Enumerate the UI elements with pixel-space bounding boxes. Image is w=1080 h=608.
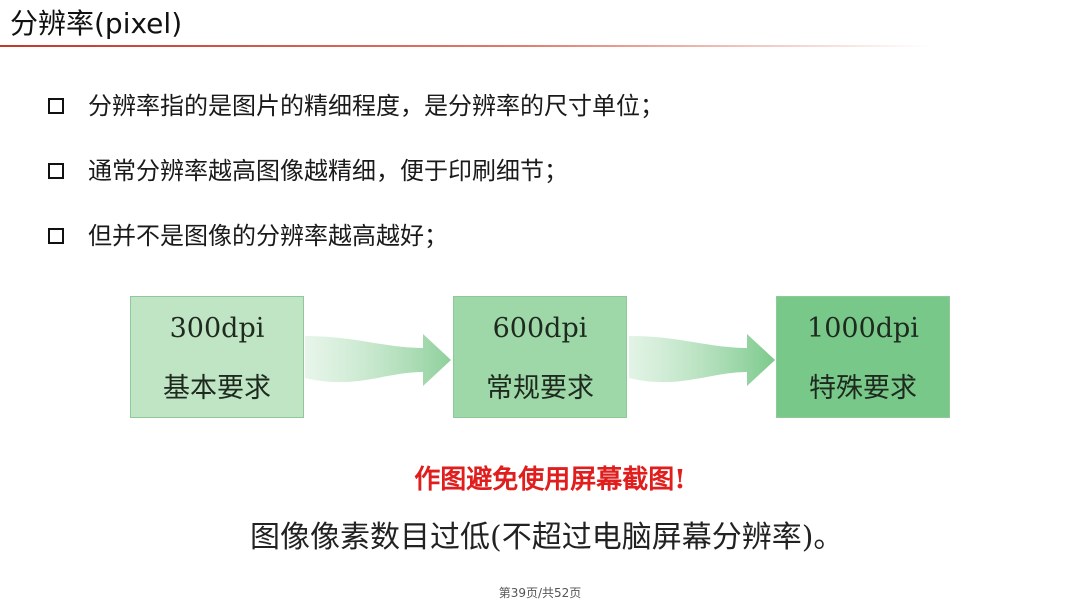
right-arrow-icon — [629, 334, 775, 386]
flow-card-regular: 600dpi 常规要求 — [453, 296, 627, 418]
hollow-square-icon — [48, 98, 64, 114]
flow-card-dpi: 300dpi — [169, 313, 265, 344]
flow-card-label: 常规要求 — [486, 373, 594, 404]
warning-text: 作图避免使用屏幕截图! — [414, 465, 686, 495]
title-underline — [0, 45, 930, 47]
flow-card-dpi: 600dpi — [492, 313, 588, 344]
flow-card-label: 特殊要求 — [809, 373, 917, 404]
bullet-text: 分辨率指的是图片的精细程度，是分辨率的尺寸单位； — [88, 92, 664, 120]
slide-title: 分辨率(pixel) — [10, 7, 183, 40]
bullet-text: 但并不是图像的分辨率越高越好； — [88, 222, 448, 250]
flow-card-basic: 300dpi 基本要求 — [130, 296, 304, 418]
flow-card-dpi: 1000dpi — [807, 313, 919, 344]
hollow-square-icon — [48, 228, 64, 244]
hollow-square-icon — [48, 163, 64, 179]
flow-card-label: 基本要求 — [163, 373, 271, 404]
bullet-text: 通常分辨率越高图像越精细，便于印刷细节； — [88, 157, 568, 185]
flow-card-special: 1000dpi 特殊要求 — [776, 296, 950, 418]
note-text: 图像像素数目过低(不超过电脑屏幕分辨率)。 — [250, 520, 844, 555]
page-indicator: 第39页/共52页 — [498, 586, 582, 600]
right-arrow-icon — [305, 334, 451, 386]
